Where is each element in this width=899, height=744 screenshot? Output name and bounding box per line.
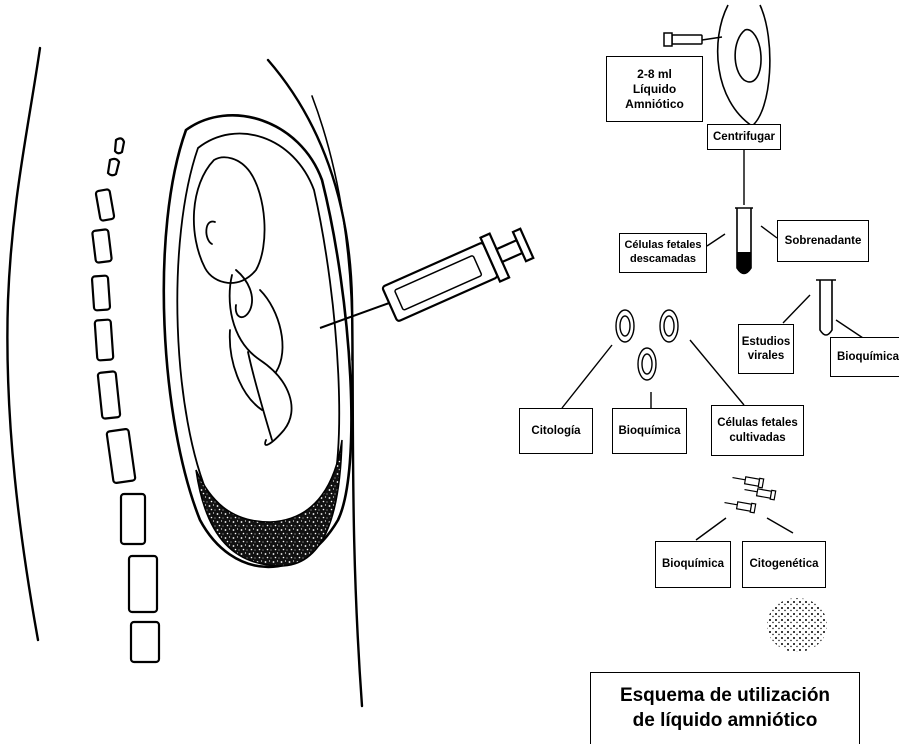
back-outline (7, 48, 40, 640)
citologia-label: Citología (531, 424, 580, 438)
abdomen-outline (268, 60, 362, 706)
bioquimica-celulas-box: Bioquímica (612, 408, 687, 454)
diagram-title-box: Esquema de utilización de líquido amniót… (590, 672, 860, 744)
sample-volume-line-2: Líquido (633, 82, 676, 97)
citologia-box: Citología (519, 408, 593, 454)
sobrenadante-box: Sobrenadante (777, 220, 869, 262)
cell-flasks (616, 310, 678, 380)
bioquimica-sobrenadante-label: Bioquímica (837, 350, 899, 364)
celulas-cultivadas-box: Células fetales cultivadas (711, 405, 804, 456)
placenta (196, 440, 342, 566)
abdomen-illustration (7, 48, 362, 706)
citogenetica-box: Citogenética (742, 541, 826, 588)
sample-volume-line-3: Amniótico (625, 97, 684, 112)
centrifugar-label: Centrifugar (713, 130, 775, 144)
bioquimica-celulas-label: Bioquímica (619, 424, 681, 438)
bioquimica-sobrenadante-box: Bioquímica (830, 337, 899, 377)
diagram-title-line-2: de líquido amniótico (633, 709, 818, 734)
fetus-illustration (194, 157, 292, 445)
celulas-cultivadas-line-1: Células fetales (717, 416, 798, 430)
test-tube-supernatant (816, 280, 836, 335)
karyotype-cluster (767, 598, 827, 652)
fetus-sketch-top (718, 5, 770, 126)
syringe-small (664, 33, 722, 46)
test-tube-centrifuge (735, 208, 753, 274)
celulas-descamadas-line-2: descamadas (630, 253, 696, 267)
diagram-title-line-1: Esquema de utilización (620, 684, 830, 709)
sample-volume-line-1: 2-8 ml (637, 67, 672, 82)
spine (92, 138, 159, 662)
estudios-virales-box: Estudios virales (738, 324, 794, 374)
bioquimica-cultivo-box: Bioquímica (655, 541, 731, 588)
bioquimica-cultivo-label: Bioquímica (662, 557, 724, 571)
culture-syringes (724, 474, 776, 513)
sample-volume-box: 2-8 ml Líquido Amniótico (606, 56, 703, 122)
celulas-descamadas-line-1: Células fetales (624, 239, 701, 253)
centrifugar-box: Centrifugar (707, 124, 781, 150)
connectors (562, 150, 866, 540)
estudios-virales-line-2: virales (748, 349, 784, 363)
celulas-descamadas-box: Células fetales descamadas (619, 233, 707, 273)
citogenetica-label: Citogenética (749, 557, 818, 571)
sobrenadante-label: Sobrenadante (785, 234, 862, 248)
estudios-virales-line-1: Estudios (742, 335, 791, 349)
celulas-cultivadas-line-2: cultivadas (729, 431, 785, 445)
